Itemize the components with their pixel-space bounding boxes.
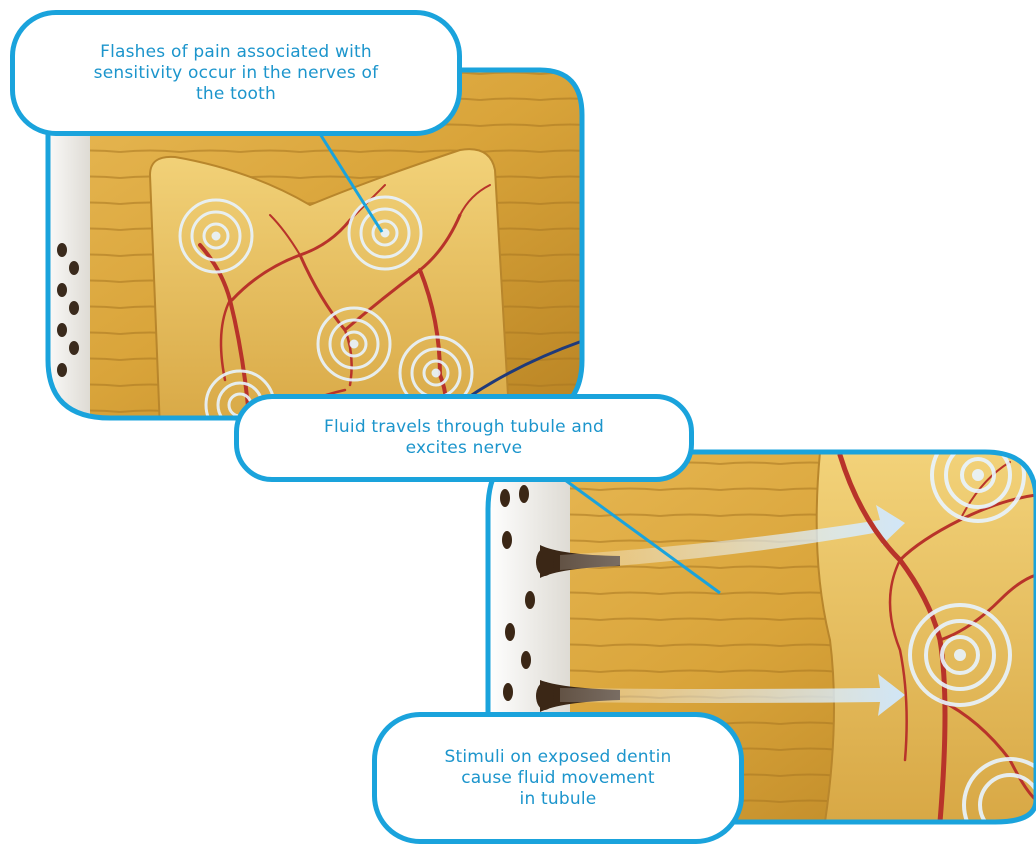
callout-fluid: Fluid travels through tubule and excites… <box>234 394 694 482</box>
callout-stimuli-text: Stimuli on exposed dentin cause fluid mo… <box>444 747 671 810</box>
callout-fluid-text: Fluid travels through tubule and excites… <box>324 417 604 459</box>
callout-stimuli: Stimuli on exposed dentin cause fluid mo… <box>372 712 744 844</box>
pain-signal-icon <box>910 605 1010 705</box>
pain-signal-icon <box>180 200 252 272</box>
callout-pain: Flashes of pain associated with sensitiv… <box>10 10 462 136</box>
callout-pain-text: Flashes of pain associated with sensitiv… <box>94 42 379 105</box>
pain-signal-icon <box>932 429 1024 521</box>
pulp-region <box>817 452 1036 822</box>
pain-signal-icon <box>349 197 421 269</box>
pain-signal-icon <box>318 308 390 380</box>
